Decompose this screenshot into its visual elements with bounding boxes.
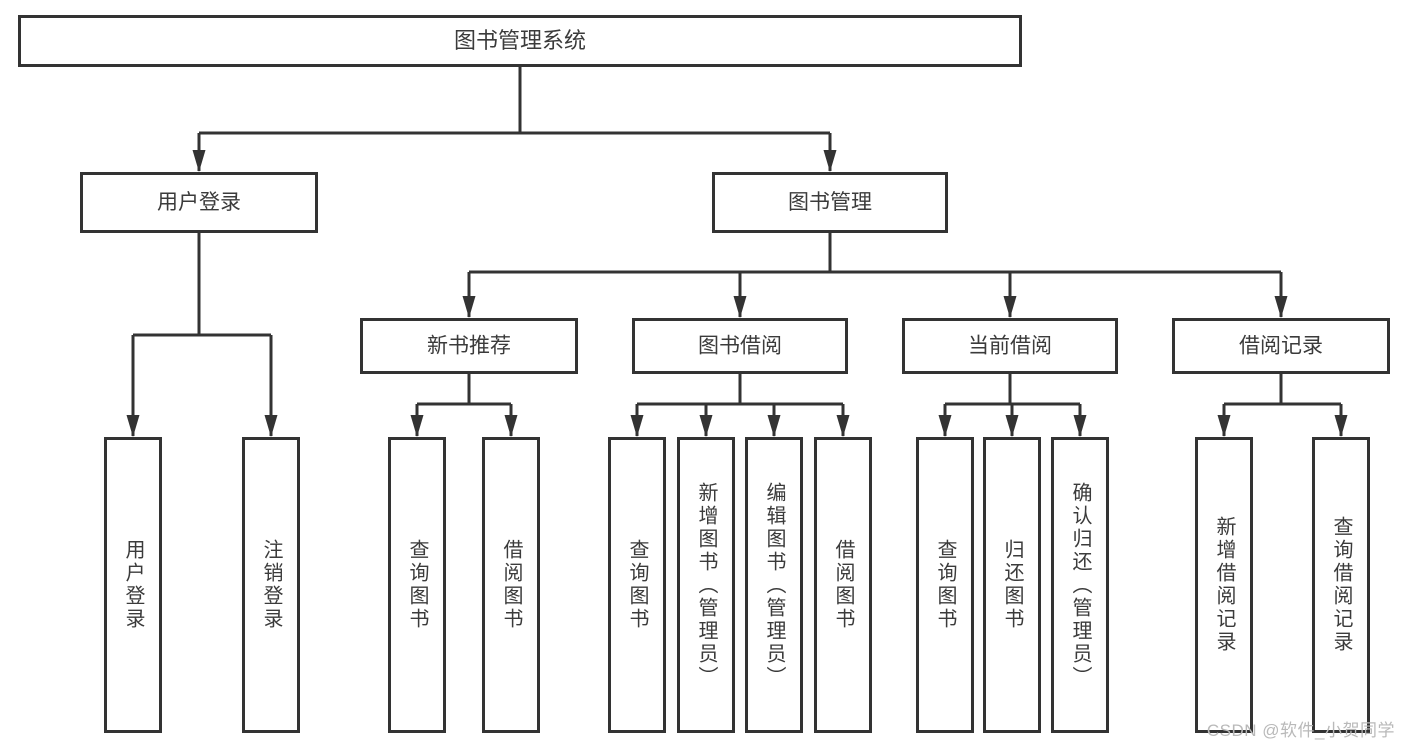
node-layer bbox=[18, 15, 1390, 733]
connector-layer bbox=[126, 67, 1348, 437]
edge-group-current-borrow bbox=[938, 374, 1087, 437]
arrow-head-icon bbox=[938, 415, 952, 437]
edge-group-borrow-record bbox=[1217, 374, 1348, 437]
node-box-leaf-add-record[interactable] bbox=[1195, 437, 1253, 733]
arrow-head-icon bbox=[1334, 415, 1348, 437]
node-box-borrow-record[interactable] bbox=[1172, 318, 1390, 374]
node-box-user-login[interactable] bbox=[80, 172, 318, 233]
node-box-leaf-borrow-book-2[interactable] bbox=[814, 437, 872, 733]
node-box-new-book-rec[interactable] bbox=[360, 318, 578, 374]
arrow-head-icon bbox=[1005, 415, 1019, 437]
arrow-head-icon bbox=[192, 150, 206, 172]
node-leaf-user-login[interactable] bbox=[104, 437, 162, 733]
arrow-head-icon bbox=[630, 415, 644, 437]
node-leaf-query-record[interactable] bbox=[1312, 437, 1370, 733]
edge-group-user-login bbox=[126, 233, 278, 437]
node-label-borrow-record: 借阅记录 bbox=[1239, 335, 1323, 358]
arrow-head-icon bbox=[1073, 415, 1087, 437]
node-book-mgmt[interactable] bbox=[712, 172, 948, 233]
edge-group-new-book-rec bbox=[410, 374, 518, 437]
node-current-borrow[interactable] bbox=[902, 318, 1118, 374]
node-leaf-edit-book[interactable] bbox=[745, 437, 803, 733]
node-box-leaf-query-book-1[interactable] bbox=[388, 437, 446, 733]
arrow-head-icon bbox=[126, 415, 140, 437]
arrow-head-icon bbox=[462, 296, 476, 318]
node-label-user-login: 用户登录 bbox=[157, 191, 241, 214]
node-label-book-borrow: 图书借阅 bbox=[698, 335, 782, 358]
arrow-head-icon bbox=[1003, 296, 1017, 318]
node-box-leaf-logout[interactable] bbox=[242, 437, 300, 733]
node-leaf-add-record[interactable] bbox=[1195, 437, 1253, 733]
node-leaf-borrow-book-2[interactable] bbox=[814, 437, 872, 733]
arrow-head-icon bbox=[767, 415, 781, 437]
node-box-leaf-confirm-return[interactable] bbox=[1051, 437, 1109, 733]
node-leaf-logout[interactable] bbox=[242, 437, 300, 733]
node-new-book-rec[interactable] bbox=[360, 318, 578, 374]
arrow-head-icon bbox=[504, 415, 518, 437]
node-box-leaf-borrow-book-1[interactable] bbox=[482, 437, 540, 733]
watermark-text: CSDN @软件_小贺同学 bbox=[1206, 721, 1395, 740]
node-box-leaf-query-record[interactable] bbox=[1312, 437, 1370, 733]
arrow-head-icon bbox=[1274, 296, 1288, 318]
node-borrow-record[interactable] bbox=[1172, 318, 1390, 374]
edge-group-root bbox=[192, 67, 837, 172]
node-book-borrow[interactable] bbox=[632, 318, 848, 374]
node-box-leaf-edit-book[interactable] bbox=[745, 437, 803, 733]
node-box-leaf-add-book[interactable] bbox=[677, 437, 735, 733]
node-label-book-mgmt: 图书管理 bbox=[788, 191, 872, 214]
arrow-head-icon bbox=[410, 415, 424, 437]
node-leaf-query-book-3[interactable] bbox=[916, 437, 974, 733]
node-leaf-borrow-book-1[interactable] bbox=[482, 437, 540, 733]
node-box-leaf-user-login[interactable] bbox=[104, 437, 162, 733]
arrow-head-icon bbox=[1217, 415, 1231, 437]
arrow-head-icon bbox=[264, 415, 278, 437]
node-box-book-mgmt[interactable] bbox=[712, 172, 948, 233]
arrow-head-icon bbox=[836, 415, 850, 437]
node-box-leaf-query-book-3[interactable] bbox=[916, 437, 974, 733]
node-label-new-book-rec: 新书推荐 bbox=[427, 335, 511, 358]
node-box-leaf-query-book-2[interactable] bbox=[608, 437, 666, 733]
node-box-book-borrow[interactable] bbox=[632, 318, 848, 374]
node-box-root[interactable] bbox=[18, 15, 1022, 67]
node-box-leaf-return-book[interactable] bbox=[983, 437, 1041, 733]
node-leaf-return-book[interactable] bbox=[983, 437, 1041, 733]
edge-group-book-mgmt bbox=[462, 233, 1288, 318]
arrow-head-icon bbox=[733, 296, 747, 318]
node-leaf-add-book[interactable] bbox=[677, 437, 735, 733]
node-label-current-borrow: 当前借阅 bbox=[968, 335, 1052, 358]
arrow-head-icon bbox=[823, 150, 837, 172]
node-root[interactable] bbox=[18, 15, 1022, 67]
node-box-current-borrow[interactable] bbox=[902, 318, 1118, 374]
node-leaf-confirm-return[interactable] bbox=[1051, 437, 1109, 733]
node-leaf-query-book-1[interactable] bbox=[388, 437, 446, 733]
edge-group-book-borrow bbox=[630, 374, 850, 437]
node-label-root: 图书管理系统 bbox=[454, 28, 586, 53]
node-user-login[interactable] bbox=[80, 172, 318, 233]
arrow-head-icon bbox=[699, 415, 713, 437]
node-leaf-query-book-2[interactable] bbox=[608, 437, 666, 733]
